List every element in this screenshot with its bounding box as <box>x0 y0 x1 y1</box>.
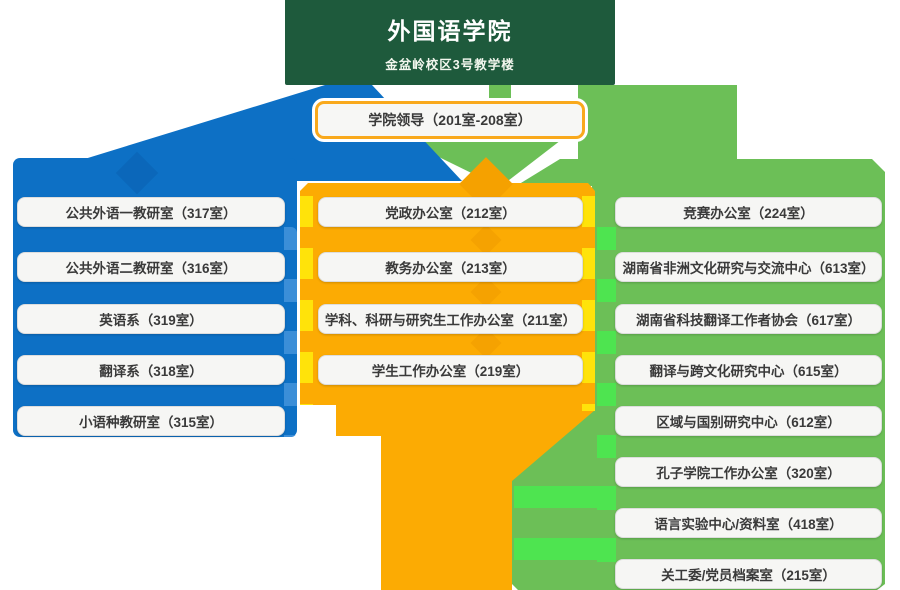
dept-box: 党政办公室（212室） <box>318 197 583 227</box>
orange-edge-stripes-right <box>582 183 595 411</box>
page-title: 外国语学院 <box>387 18 513 44</box>
dept-box: 英语系（319室） <box>17 304 285 334</box>
dept-box: 竞赛办公室（224室） <box>615 197 882 227</box>
dept-box: 孔子学院工作办公室（320室） <box>615 457 882 487</box>
green-edge-stripes-bottom <box>514 486 616 590</box>
dept-box: 翻译与跨文化研究中心（615室） <box>615 355 882 385</box>
header-banner: 外国语学院 金盆岭校区3号教学楼 <box>285 0 615 85</box>
dept-box: 学科、科研与研究生工作办公室（211室） <box>318 304 583 334</box>
dept-box: 湖南省科技翻译工作者协会（617室） <box>615 304 882 334</box>
orange-edge-stripes-left <box>300 183 313 405</box>
dept-box: 湖南省非洲文化研究与交流中心（613室） <box>615 252 882 282</box>
dept-box: 教务办公室（213室） <box>318 252 583 282</box>
dept-box: 公共外语一教研室（317室） <box>17 197 285 227</box>
dept-box: 区域与国别研究中心（612室） <box>615 406 882 436</box>
campus-subtitle: 金盆岭校区3号教学楼 <box>385 58 515 72</box>
dept-box: 公共外语二教研室（316室） <box>17 252 285 282</box>
dept-box: 小语种教研室（315室） <box>17 406 285 436</box>
dept-box: 语言实验中心/资料室（418室） <box>615 508 882 538</box>
dept-box: 关工委/党员档案室（215室） <box>615 559 882 589</box>
blue-edge-stripes <box>284 227 297 437</box>
dept-box: 学生工作办公室（219室） <box>318 355 583 385</box>
green-connector-band <box>578 85 737 161</box>
dept-box: 翻译系（318室） <box>17 355 285 385</box>
leadership-box: 学院领导（201室-208室） <box>315 101 585 139</box>
